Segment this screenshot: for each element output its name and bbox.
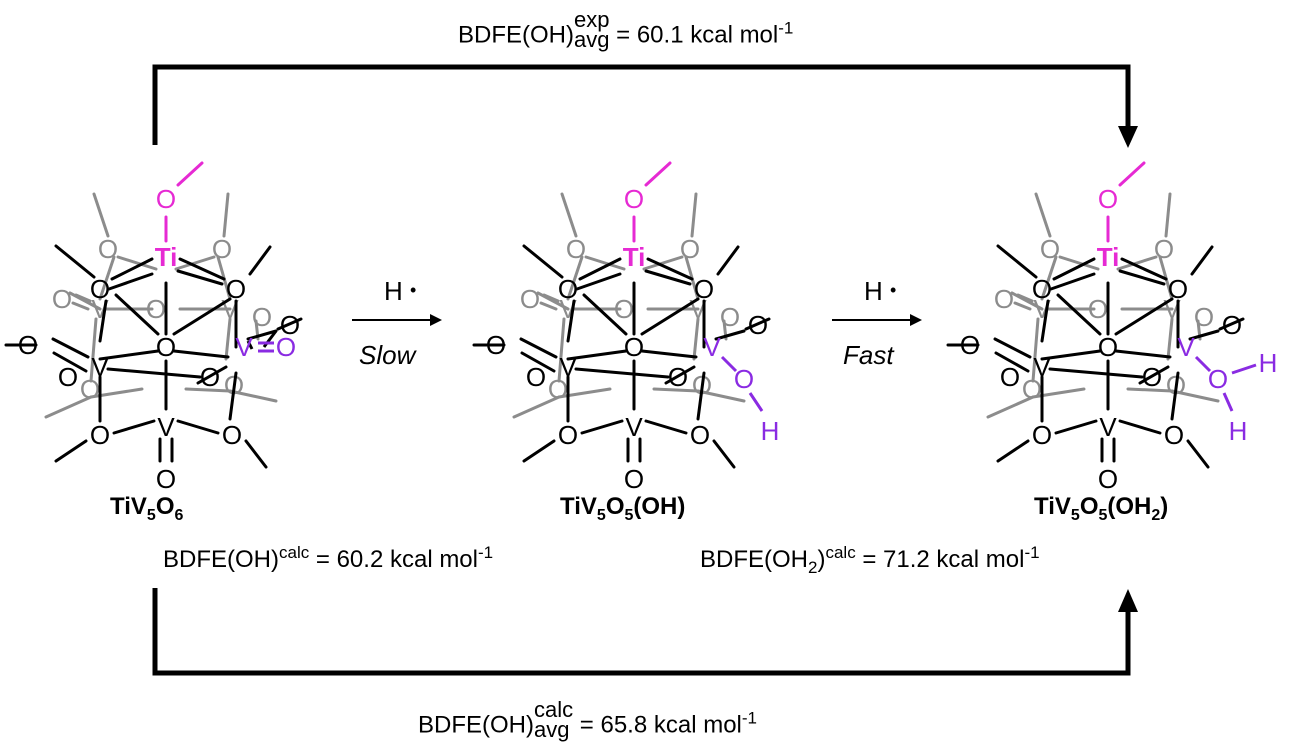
- compound-3-sub-c: 2: [1151, 506, 1161, 524]
- step-2-radical: •: [890, 280, 897, 300]
- compound-3-sub-a: 5: [1070, 506, 1080, 524]
- bottom-bdfe-exponent: -1: [741, 708, 757, 728]
- right-calc-value: = 71.2 kcal mol: [855, 546, 1025, 573]
- cluster-tiv5o5-oh2: V O H H: [946, 161, 1278, 496]
- compound-1-sub-b: 6: [174, 506, 184, 524]
- left-calc-value: = 60.2 kcal mol: [309, 546, 478, 573]
- bottom-arrowhead: [1118, 589, 1138, 612]
- left-bdfe-calc: BDFE(OH)calc = 60.2 kcal mol-1: [163, 544, 493, 573]
- top-bdfe-prefix: BDFE(OH): [458, 21, 574, 49]
- bottom-bdfe-value: = 65.8 kcal mol: [573, 711, 742, 739]
- svg-text:O: O: [276, 332, 296, 362]
- step-1-h: H: [384, 276, 403, 306]
- step-2-h: H: [864, 276, 883, 306]
- compound-2-sub-b: 5: [624, 506, 634, 524]
- left-calc-exponent: -1: [477, 543, 494, 562]
- compound-3-part-a: TiV: [1034, 493, 1071, 520]
- top-bdfe-sup: exp: [574, 7, 610, 32]
- step-1-radical: •: [410, 280, 417, 300]
- step-2-reagent: H •: [864, 276, 896, 307]
- compound-1-part-b: O: [155, 493, 175, 520]
- step-1-condition: Slow: [359, 340, 416, 370]
- cluster-tiv5o6: V O: [4, 161, 303, 496]
- compound-2-sub-a: 5: [596, 506, 606, 524]
- right-bdfe-calc: BDFE(OH2)calc = 71.2 kcal mol-1: [700, 544, 1040, 576]
- compound-3-part-c: (OH: [1107, 493, 1152, 520]
- compound-name-3: TiV5O5(OH2): [1034, 493, 1169, 524]
- step-1-reagent: H •: [384, 276, 416, 307]
- bottom-bdfe-sub: avg: [534, 716, 570, 742]
- top-bdfe-exponent: -1: [778, 18, 794, 38]
- compound-3-part-b: O: [1079, 493, 1099, 520]
- step-arrow-2: [832, 314, 922, 326]
- left-calc-prefix: BDFE(OH): [163, 546, 279, 573]
- right-calc-prefix-b: ): [817, 546, 826, 573]
- right-calc-sup: calc: [825, 543, 856, 562]
- bottom-bdfe-prefix: BDFE(OH): [418, 711, 534, 739]
- compound-1-sub-a: 5: [146, 506, 156, 524]
- svg-text:O: O: [1208, 364, 1228, 394]
- right-calc-prefix-a: BDFE(OH: [700, 546, 808, 573]
- top-cycle-arrow: [152, 64, 1131, 145]
- compound-2-part-b: O: [605, 493, 625, 520]
- bottom-bdfe-sup: calc: [534, 697, 574, 722]
- right-calc-sub: 2: [808, 557, 818, 577]
- top-arrowhead: [1118, 126, 1138, 148]
- step-2-condition: Fast: [843, 340, 894, 370]
- svg-text:H: H: [1229, 416, 1248, 446]
- right-calc-exponent: -1: [1024, 543, 1040, 562]
- compound-1-part-a: TiV: [110, 493, 147, 520]
- compound-name-1: TiV5O6: [110, 493, 184, 524]
- compound-2-part-a: TiV: [560, 493, 597, 520]
- left-calc-sup: calc: [279, 543, 310, 562]
- svg-text:H: H: [761, 416, 780, 446]
- bottom-cycle-arrow: [152, 588, 1131, 676]
- svg-text:V: V: [1177, 332, 1195, 362]
- step-arrow-1: [352, 314, 442, 326]
- svg-text:H: H: [1259, 348, 1278, 378]
- compound-3-part-d: ): [1160, 493, 1169, 520]
- compound-3-sub-b: 5: [1098, 506, 1108, 524]
- compound-2-part-c: (OH): [633, 493, 686, 520]
- svg-text:V: V: [703, 332, 721, 362]
- svg-text:O: O: [734, 364, 754, 394]
- cluster-tiv5o5-oh: V O H: [472, 161, 780, 496]
- svg-text:V: V: [235, 332, 253, 362]
- compound-name-2: TiV5O5(OH): [560, 493, 686, 524]
- top-bdfe-sub: avg: [574, 26, 610, 52]
- top-bdfe-value: = 60.1 kcal mol: [609, 21, 779, 49]
